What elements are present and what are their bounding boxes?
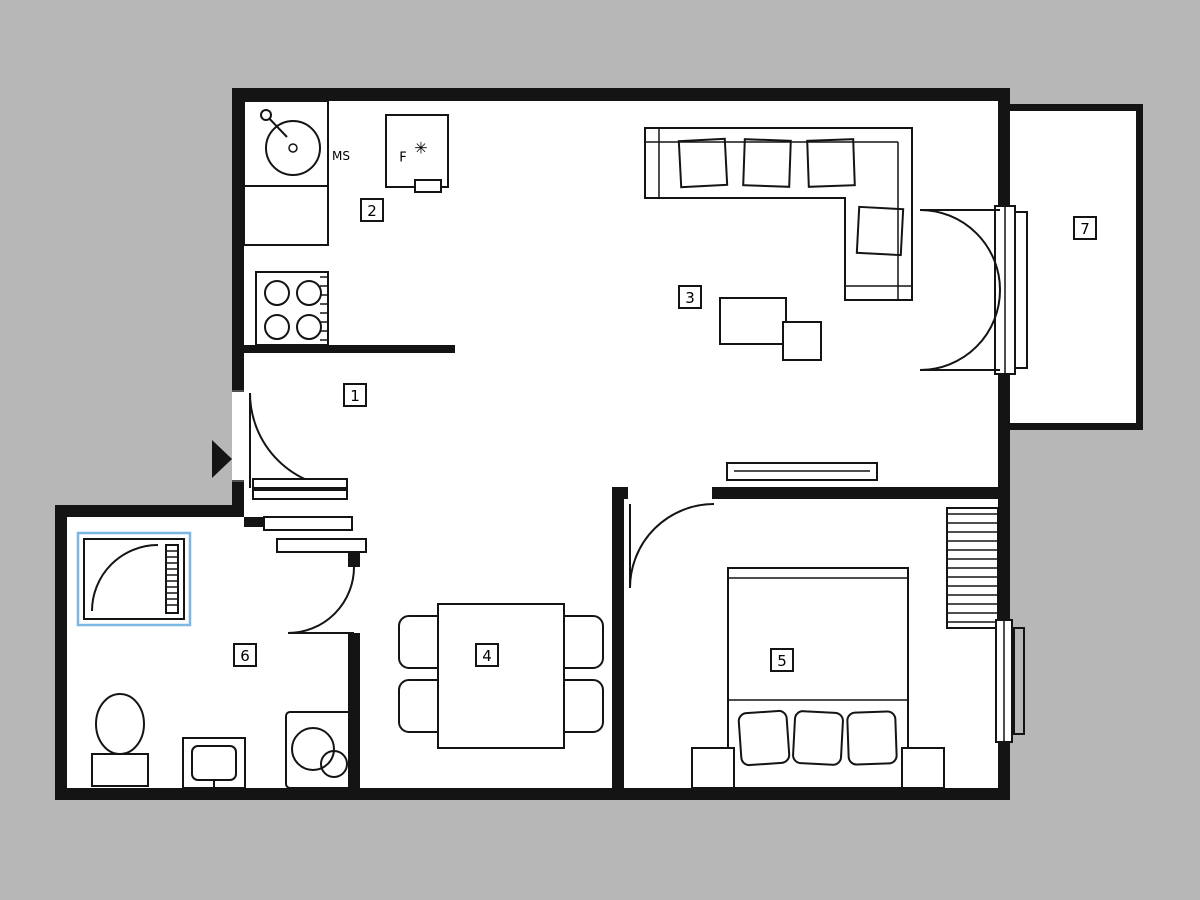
room-label-hall: 1 — [350, 387, 360, 405]
sink-drain — [288, 143, 298, 153]
pillows — [737, 709, 898, 767]
shower-door-arc — [91, 544, 159, 612]
kitchen-counter — [243, 100, 329, 246]
balcony-wall-bottom — [1010, 423, 1143, 430]
toilet-tank — [91, 753, 149, 787]
sliding-door-panel — [263, 516, 353, 531]
balcony-floor — [1010, 104, 1143, 430]
snowflake-icon: ✳ — [414, 139, 427, 158]
room-label-box-bathroom — [233, 643, 257, 667]
shower-enclosure — [76, 531, 192, 627]
balcony-door-arc-upper — [919, 209, 1001, 291]
room-label-box-living — [678, 285, 702, 309]
wall-dining-bedroom — [612, 487, 624, 800]
fridge-label: F — [399, 151, 406, 166]
room-label-box-dining — [475, 643, 499, 667]
room-labels: 1 2 3 4 5 6 7 — [233, 198, 1097, 672]
bathroom — [76, 531, 353, 789]
dining-area — [398, 603, 604, 749]
coffee-table — [719, 297, 787, 345]
wall-bathroom-right-lower — [348, 633, 360, 788]
wall-bottom — [55, 788, 1010, 800]
room-label-bathroom: 6 — [240, 647, 250, 665]
room-label-box-bedroom — [770, 648, 794, 672]
wall-right-lower — [998, 742, 1010, 800]
stove-burners — [264, 280, 322, 340]
towel-radiator — [165, 544, 179, 614]
living-room — [644, 127, 913, 481]
washing-machine — [285, 711, 353, 789]
bedroom-door-arc — [629, 503, 715, 589]
bedroom-window-sill — [1013, 627, 1025, 735]
wall-left-lower — [55, 505, 67, 800]
entrance-arrow-icon — [212, 440, 232, 478]
room-label-bedroom: 5 — [777, 652, 787, 670]
hall-door-threshold — [252, 478, 348, 489]
sliding-door-panel — [276, 538, 367, 553]
bedroom — [691, 507, 999, 789]
balcony-wall-top — [1010, 104, 1143, 111]
corner-sofa — [644, 127, 913, 301]
kitchen: MS F ✳ — [243, 100, 449, 346]
balcony-wall-right — [1136, 104, 1143, 430]
sofa-back-lines — [645, 128, 912, 300]
bed — [727, 567, 909, 789]
wall-kitchen — [244, 345, 455, 353]
nightstand-right — [901, 747, 945, 789]
dining-table — [437, 603, 565, 749]
nightstand-left — [691, 747, 735, 789]
kitchen-sink — [265, 120, 321, 176]
washing-machine-door — [291, 727, 335, 771]
wall-bathroom-top — [55, 505, 244, 517]
towel-radiator-lines — [166, 550, 178, 606]
fridge-handle — [414, 179, 442, 193]
balcony-door-arc-lower — [919, 289, 1001, 371]
wardrobe-shelf-lines — [947, 513, 998, 623]
side-table — [782, 321, 822, 361]
entry-opening — [232, 390, 244, 482]
wall-bedroom — [712, 487, 998, 499]
room-label-box-kitchen — [360, 198, 384, 222]
hall-door-threshold — [252, 489, 348, 500]
sink-tap-knob — [260, 109, 272, 121]
room-label-box-hall — [343, 383, 367, 407]
wall-bathroom-right-upper — [348, 553, 360, 567]
room-label-box-balcony — [1073, 216, 1097, 240]
wall-hall-stub — [244, 517, 268, 527]
room-label-dining: 4 — [482, 647, 492, 665]
wall-right-upper — [998, 88, 1010, 208]
balcony — [1010, 104, 1143, 430]
wall-left-upper — [232, 88, 244, 390]
balcony-door-sill — [1014, 211, 1028, 369]
toilet-bowl — [95, 693, 145, 755]
ms-label: MS — [332, 149, 350, 163]
room-label-balcony: 7 — [1080, 220, 1090, 238]
bathroom-door-arc — [287, 566, 355, 634]
room-label-kitchen: 2 — [367, 202, 377, 220]
shower-tray — [83, 538, 185, 620]
washing-machine-knob — [320, 750, 348, 778]
doors-and-windows — [212, 205, 1028, 743]
room-label-living: 3 — [685, 289, 695, 307]
sofa-cushions — [677, 137, 905, 257]
wall-right-mid — [998, 372, 1010, 620]
stove-grill-icon — [320, 276, 328, 341]
wall-top — [232, 88, 1010, 101]
walls — [55, 88, 1010, 800]
